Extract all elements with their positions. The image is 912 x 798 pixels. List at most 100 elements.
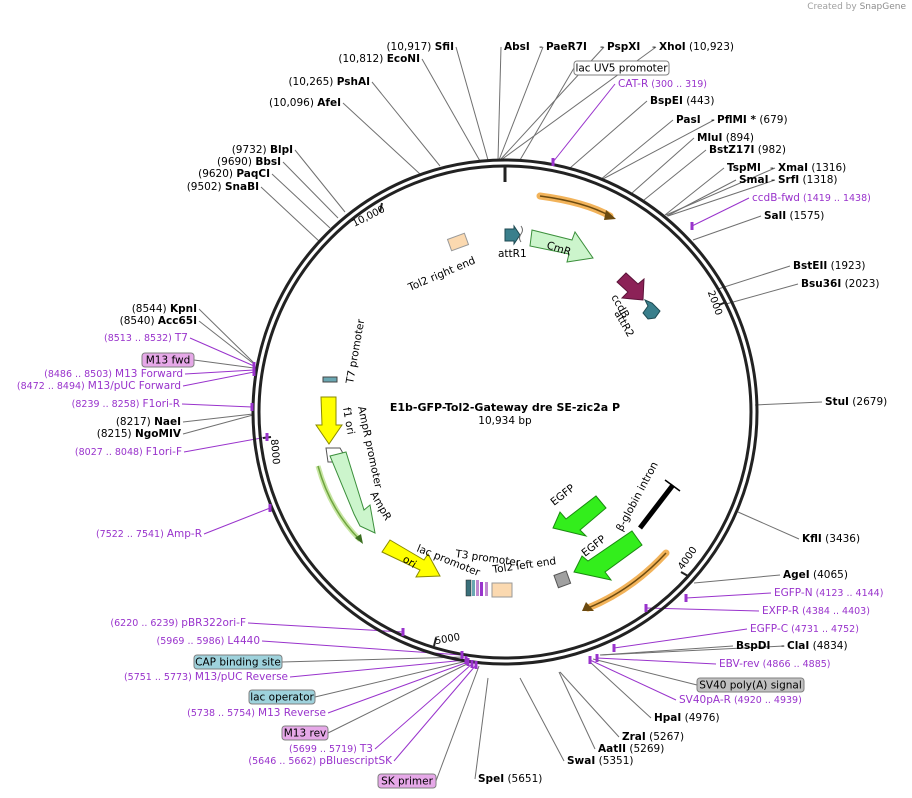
box-leader	[193, 359, 255, 369]
site-leader	[693, 574, 781, 584]
attr1-arrow	[504, 224, 521, 246]
primer: (6220 .. 6239) pBR322ori-F	[110, 617, 246, 629]
site-leader	[421, 58, 481, 162]
restriction-site: ZraI (5267)	[622, 731, 684, 743]
ori-arrow	[381, 539, 441, 578]
site-separator: -	[770, 162, 774, 174]
primer: ccdB-fwd (1419 .. 1438)	[752, 192, 871, 204]
primer-leader	[327, 661, 469, 714]
attr2-arrow	[642, 299, 661, 320]
primer-mark	[268, 504, 272, 512]
primer-mark	[612, 644, 616, 652]
site-leader	[600, 119, 715, 181]
site-leader	[754, 401, 823, 406]
feature-box	[377, 773, 437, 789]
egfp-arrow-2	[573, 530, 643, 581]
primer: SV40pA-R (4920 .. 4939)	[679, 694, 802, 706]
site-leader	[737, 511, 800, 540]
ampr-line-head	[355, 534, 363, 544]
restriction-site: SmaI	[739, 174, 769, 186]
site-leader	[198, 320, 255, 365]
restriction-site: StuI (2679)	[825, 396, 887, 408]
site-leader	[600, 645, 785, 656]
restriction-site: AgeI (4065)	[783, 569, 848, 581]
feature-box	[573, 60, 670, 76]
restriction-site: PflMI * (679)	[717, 114, 788, 126]
feature-box-label: M13 rev	[284, 728, 327, 740]
credit-prefix: Created by	[807, 2, 857, 12]
snapgene-credit: Created by SnapGene	[807, 2, 906, 12]
primer: (8239 .. 8258) F1ori-R	[72, 398, 180, 410]
f1-ori-label: f1 ori	[340, 406, 357, 435]
site-leader	[558, 671, 596, 750]
restriction-site: BspDI	[736, 640, 770, 652]
site-leader	[342, 102, 421, 175]
feature-box-label: SK primer	[381, 776, 433, 788]
site-leader	[497, 46, 502, 161]
feature-box	[281, 725, 329, 741]
globin-label: β-globin intron	[614, 460, 661, 534]
primer-leader	[374, 663, 473, 750]
primer-leader	[182, 371, 255, 387]
ampr-promoter-label: AmpR promoter	[355, 405, 384, 490]
site-leader	[725, 283, 799, 305]
primer-mark	[464, 656, 468, 664]
site-separator: -	[711, 114, 715, 126]
restriction-site: TspMI	[727, 162, 761, 174]
site-leader	[569, 100, 648, 169]
box-leader	[519, 67, 575, 161]
restriction-site: SrfI (1318)	[778, 174, 837, 186]
restriction-site: (9620) PaqCI	[198, 168, 270, 180]
site-leader	[498, 46, 544, 161]
site-leader	[271, 173, 331, 229]
primer-leader	[181, 403, 253, 408]
globin-bar	[638, 483, 675, 530]
feature-box	[141, 352, 195, 368]
site-leader	[182, 414, 254, 435]
restriction-site: AatII (5269)	[598, 743, 664, 755]
restriction-site: MluI (894)	[697, 132, 754, 144]
primer-mark	[466, 658, 470, 666]
feature-box	[248, 689, 316, 705]
attr2-label: attR2	[611, 309, 636, 340]
primer-mark	[644, 604, 648, 612]
primer-leader	[289, 659, 467, 678]
restriction-site-labels: (10,917) SfiI(10,812) EcoNI(10,265) PshA…	[97, 41, 888, 785]
primer-leader	[589, 659, 677, 701]
primer: EGFP-C (4731 .. 4752)	[750, 623, 859, 635]
plasmid-name: E1b-GFP-Tol2-Gateway dre SE-zic2a P	[390, 401, 620, 414]
egfp-label-1: EGFP	[548, 482, 577, 508]
primer: (8513 .. 8532) T7	[104, 332, 188, 344]
site-leader	[455, 46, 489, 161]
restriction-site: BstEII (1923)	[793, 260, 866, 272]
primer-mark	[250, 403, 254, 411]
site-leader	[198, 308, 255, 364]
attr1-squiggle	[519, 225, 523, 243]
egfp-arrow-1	[552, 495, 607, 537]
tick-marks	[262, 202, 727, 647]
ampr-line-bg	[315, 465, 362, 542]
restriction-site: SalI (1575)	[764, 210, 824, 222]
tol2-right-label: Tol2 right end	[406, 255, 478, 294]
restriction-site: (8540) Acc65I	[120, 315, 197, 327]
primer: EBV-rev (4866 .. 4885)	[719, 658, 831, 670]
primer-labels: CAT-R (300 .. 319)ccdB-fwd (1419 .. 1438…	[17, 78, 884, 767]
box-leader	[435, 665, 480, 782]
site-leader	[717, 265, 791, 290]
leader-lines	[181, 46, 823, 782]
t7-promoter-mark	[322, 376, 338, 383]
primer: (5969 .. 5986) L4440	[157, 635, 260, 647]
primer-mark	[551, 158, 555, 166]
box-leader	[281, 656, 465, 663]
grey-marker	[553, 570, 572, 589]
restriction-site: KflI (3436)	[802, 533, 860, 545]
misc-feature-bottom-line	[587, 552, 667, 609]
site-leader	[519, 677, 565, 762]
restriction-site: PasI	[676, 114, 701, 126]
restriction-site: SwaI (5351)	[567, 755, 634, 767]
tol2-right-box	[446, 232, 470, 252]
primer-leader	[203, 507, 271, 535]
plasmid-length: 10,934 bp	[478, 415, 532, 427]
primer-mark	[470, 660, 474, 668]
box-leader	[327, 662, 470, 734]
